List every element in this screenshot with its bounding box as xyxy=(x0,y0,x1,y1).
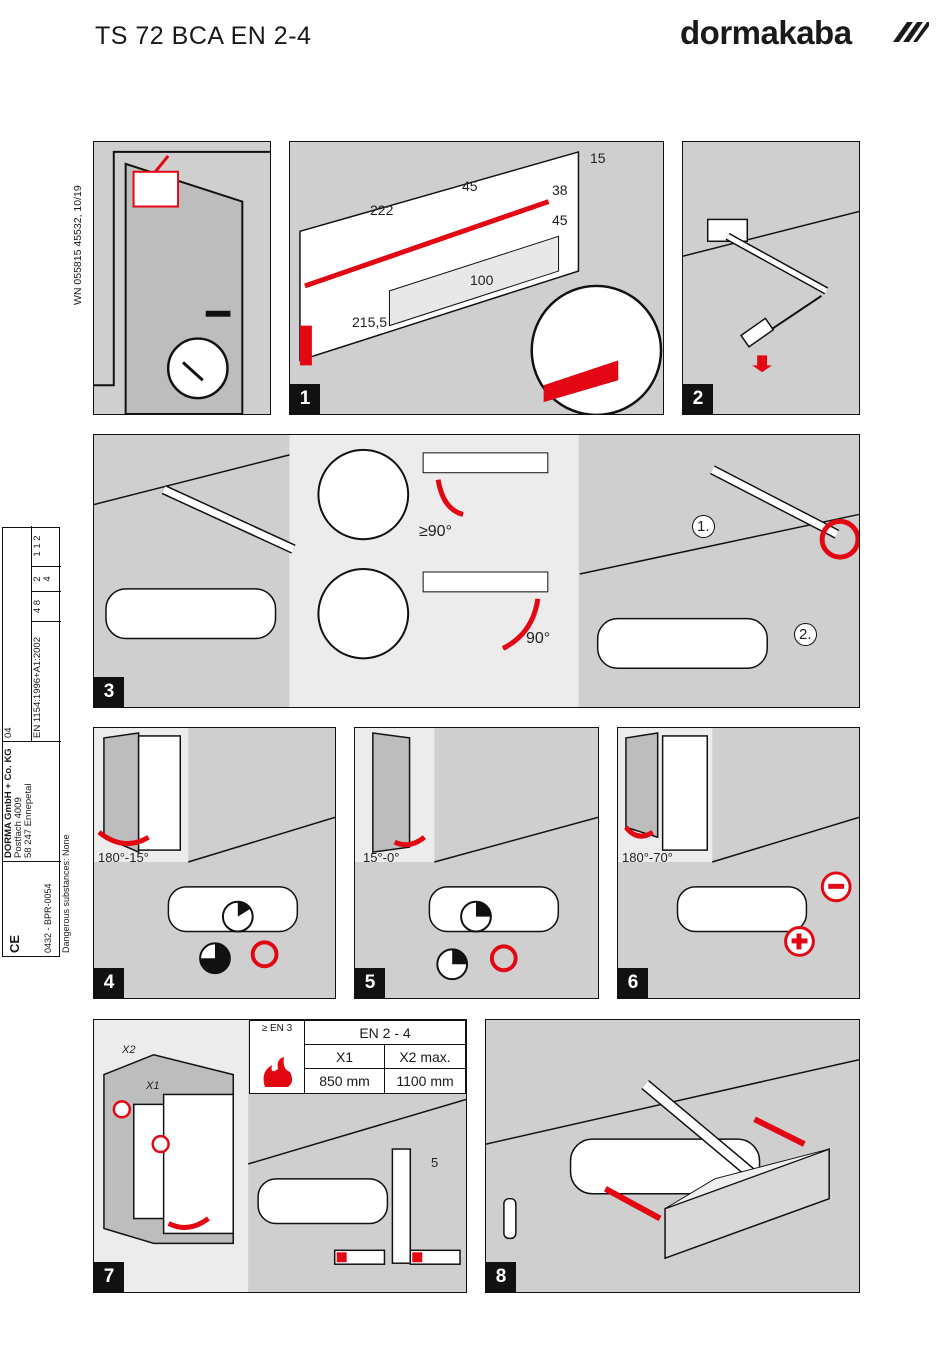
step-number: 4 xyxy=(94,968,124,998)
cert-number: 0432 - BPR-0054 xyxy=(43,883,53,953)
spec-table: CE DORMA GmbH + Co. KG Postfach 4009 58 … xyxy=(2,526,71,957)
class-cell: 4 xyxy=(32,607,43,614)
angle-label: 180°-70° xyxy=(622,850,673,865)
angle-label: 15°-0° xyxy=(363,850,400,865)
panel-4: 180°-15° 4 xyxy=(93,727,336,999)
angle-ge-90: ≥90° xyxy=(419,523,452,540)
class-cell: 1 xyxy=(32,551,43,557)
ce-mark: CE xyxy=(7,934,22,953)
step-marker-1: 1. xyxy=(692,515,715,538)
panel-door-overview xyxy=(93,141,271,415)
val-x2: 1100 mm xyxy=(396,1073,454,1089)
col-x2: X2 max. xyxy=(385,1045,465,1069)
panel-6: 180°-70° 6 xyxy=(617,727,860,999)
fire-class: ≥ EN 3 xyxy=(261,1023,293,1034)
document-code: WN 055815 45532, 10/19 xyxy=(72,185,84,305)
fire-icon xyxy=(263,1057,293,1087)
dim-45-top: 45 xyxy=(462,178,478,194)
standard: EN 1154:1996+A1:2002 xyxy=(32,637,43,738)
page-title: TS 72 BCA EN 2-4 xyxy=(95,22,312,50)
x2-label: X2 xyxy=(122,1044,136,1056)
x1-label: X1 xyxy=(146,1080,160,1092)
dim-45-side: 45 xyxy=(552,212,568,228)
angle-label: 180°-15° xyxy=(98,850,149,865)
dim-222: 222 xyxy=(370,202,394,218)
step-number: 2 xyxy=(683,384,713,414)
class-cell: 1 xyxy=(32,543,43,549)
company-address-2: 58 247 Ennepetal xyxy=(23,783,34,858)
step-number: 5 xyxy=(355,968,385,998)
val-x1: 850 mm xyxy=(305,1069,385,1093)
step-marker-2: 2. xyxy=(794,623,817,646)
year: 04 xyxy=(3,727,14,738)
class-cell: 4 xyxy=(42,576,53,582)
class-cell: 8 xyxy=(32,599,43,606)
dim-38: 38 xyxy=(552,182,568,198)
hex-size: 5 xyxy=(431,1155,439,1170)
panel-8: 8 xyxy=(485,1019,860,1293)
step-number: 8 xyxy=(486,1262,516,1292)
dim-15: 15 xyxy=(590,150,606,166)
step-number: 3 xyxy=(94,677,124,707)
brand-logo: dormakaba xyxy=(680,14,852,51)
step-number: 1 xyxy=(290,384,320,414)
dangerous-substances: Dangerous substances: None xyxy=(61,834,71,953)
step-number: 6 xyxy=(618,968,648,998)
panel-3: ≥90° 90° 1. 2. 3 xyxy=(93,434,860,708)
panel-5: 15°-0° 5 xyxy=(354,727,599,999)
panel-1: 222 45 38 15 45 100 215,5 1 xyxy=(289,141,664,415)
class-cell: 2 xyxy=(32,535,43,541)
step-number: 7 xyxy=(94,1262,124,1292)
dim-100: 100 xyxy=(470,272,494,288)
en-table: ≥ EN 3 EN 2 - 4 X1 X2 max. 850 mm 1100 m… xyxy=(249,1020,466,1094)
dim-215-5: 215,5 xyxy=(352,314,388,330)
panel-2: 2 xyxy=(682,141,860,415)
brand-mark-icon xyxy=(893,22,929,42)
col-x1: X1 xyxy=(305,1045,385,1069)
angle-90: 90° xyxy=(526,630,551,647)
table-header: EN 2 - 4 xyxy=(305,1021,465,1045)
